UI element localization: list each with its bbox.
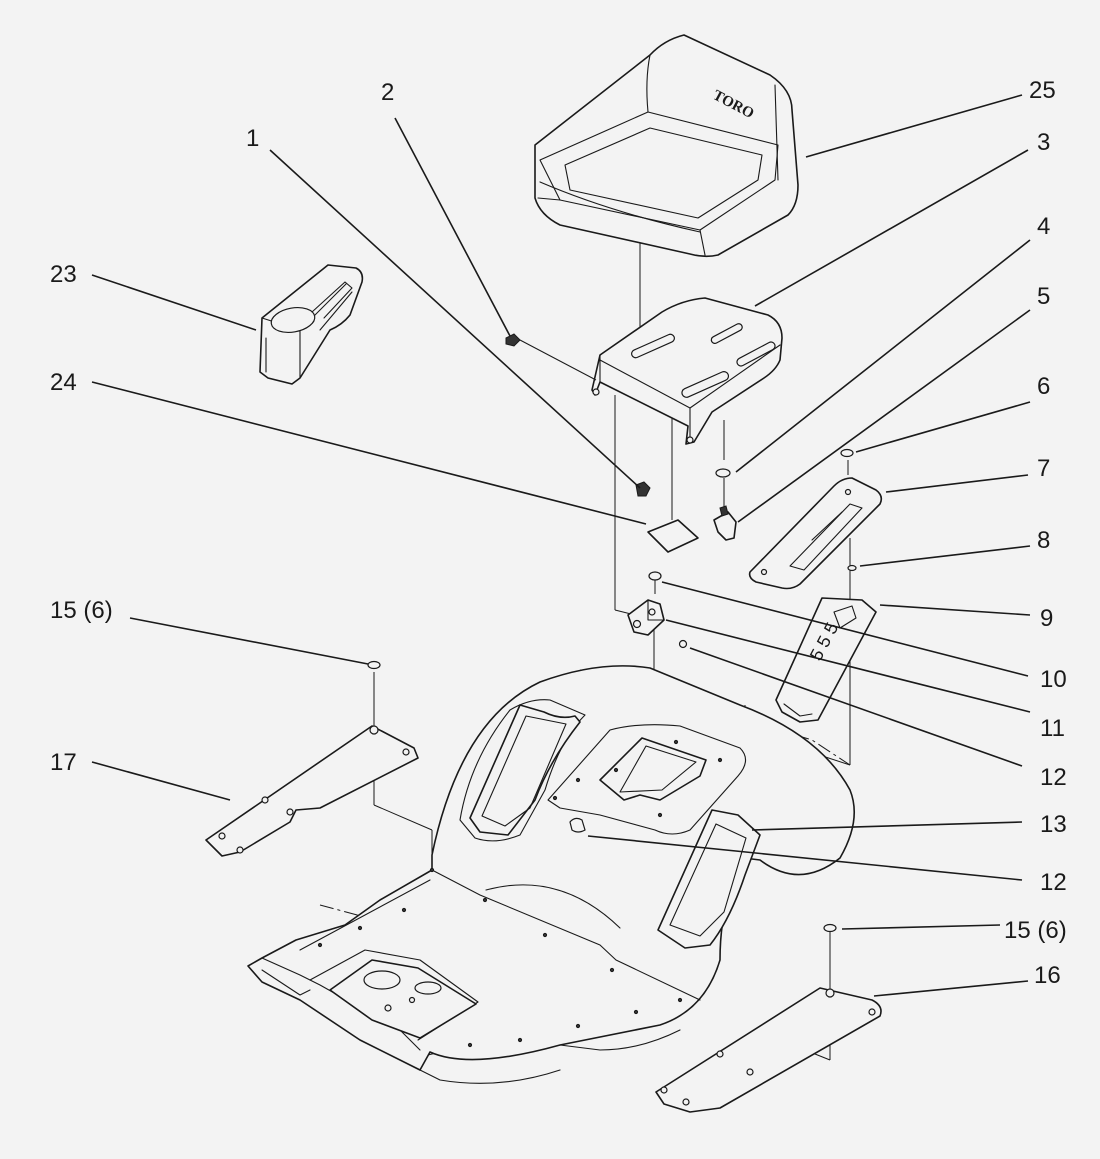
fender-body: [247, 665, 856, 1084]
callout-3: 3: [1037, 129, 1050, 156]
callout-23: 23: [50, 261, 77, 288]
leader-lines: [91, 94, 1031, 997]
callout-1: 1: [246, 125, 259, 152]
callout-5: 5: [1037, 283, 1050, 310]
callout-12-upper: 12: [1040, 764, 1067, 791]
callout-labels: 1 2 25 3 4 5 6 7 8 9 10 11 12 13 12 15 (…: [50, 77, 1067, 989]
callout-15-right: 15 (6): [1004, 917, 1067, 944]
callout-6: 6: [1037, 373, 1050, 400]
callout-4: 4: [1037, 213, 1050, 240]
callout-11: 11: [1040, 715, 1065, 742]
callout-2: 2: [381, 79, 394, 106]
callout-8: 8: [1037, 527, 1050, 554]
seat-hinge-bracket: [627, 599, 665, 636]
callout-16: 16: [1034, 962, 1061, 989]
callout-9: 9: [1040, 605, 1053, 632]
callout-13: 13: [1040, 811, 1067, 838]
seat-pan: [591, 297, 783, 445]
right-footrest-plate: [655, 987, 882, 1113]
callout-10: 10: [1040, 666, 1067, 693]
control-panel-plate: [748, 477, 883, 590]
callout-17: 17: [50, 749, 77, 776]
seat: TORO: [534, 34, 799, 258]
callout-24: 24: [50, 369, 77, 396]
left-footrest-plate: [205, 725, 419, 857]
callout-12-lower: 12: [1040, 869, 1067, 896]
callout-15-left: 15 (6): [50, 597, 113, 624]
callout-7: 7: [1037, 455, 1050, 482]
callout-25: 25: [1029, 77, 1056, 104]
cup-holder: [259, 264, 364, 385]
